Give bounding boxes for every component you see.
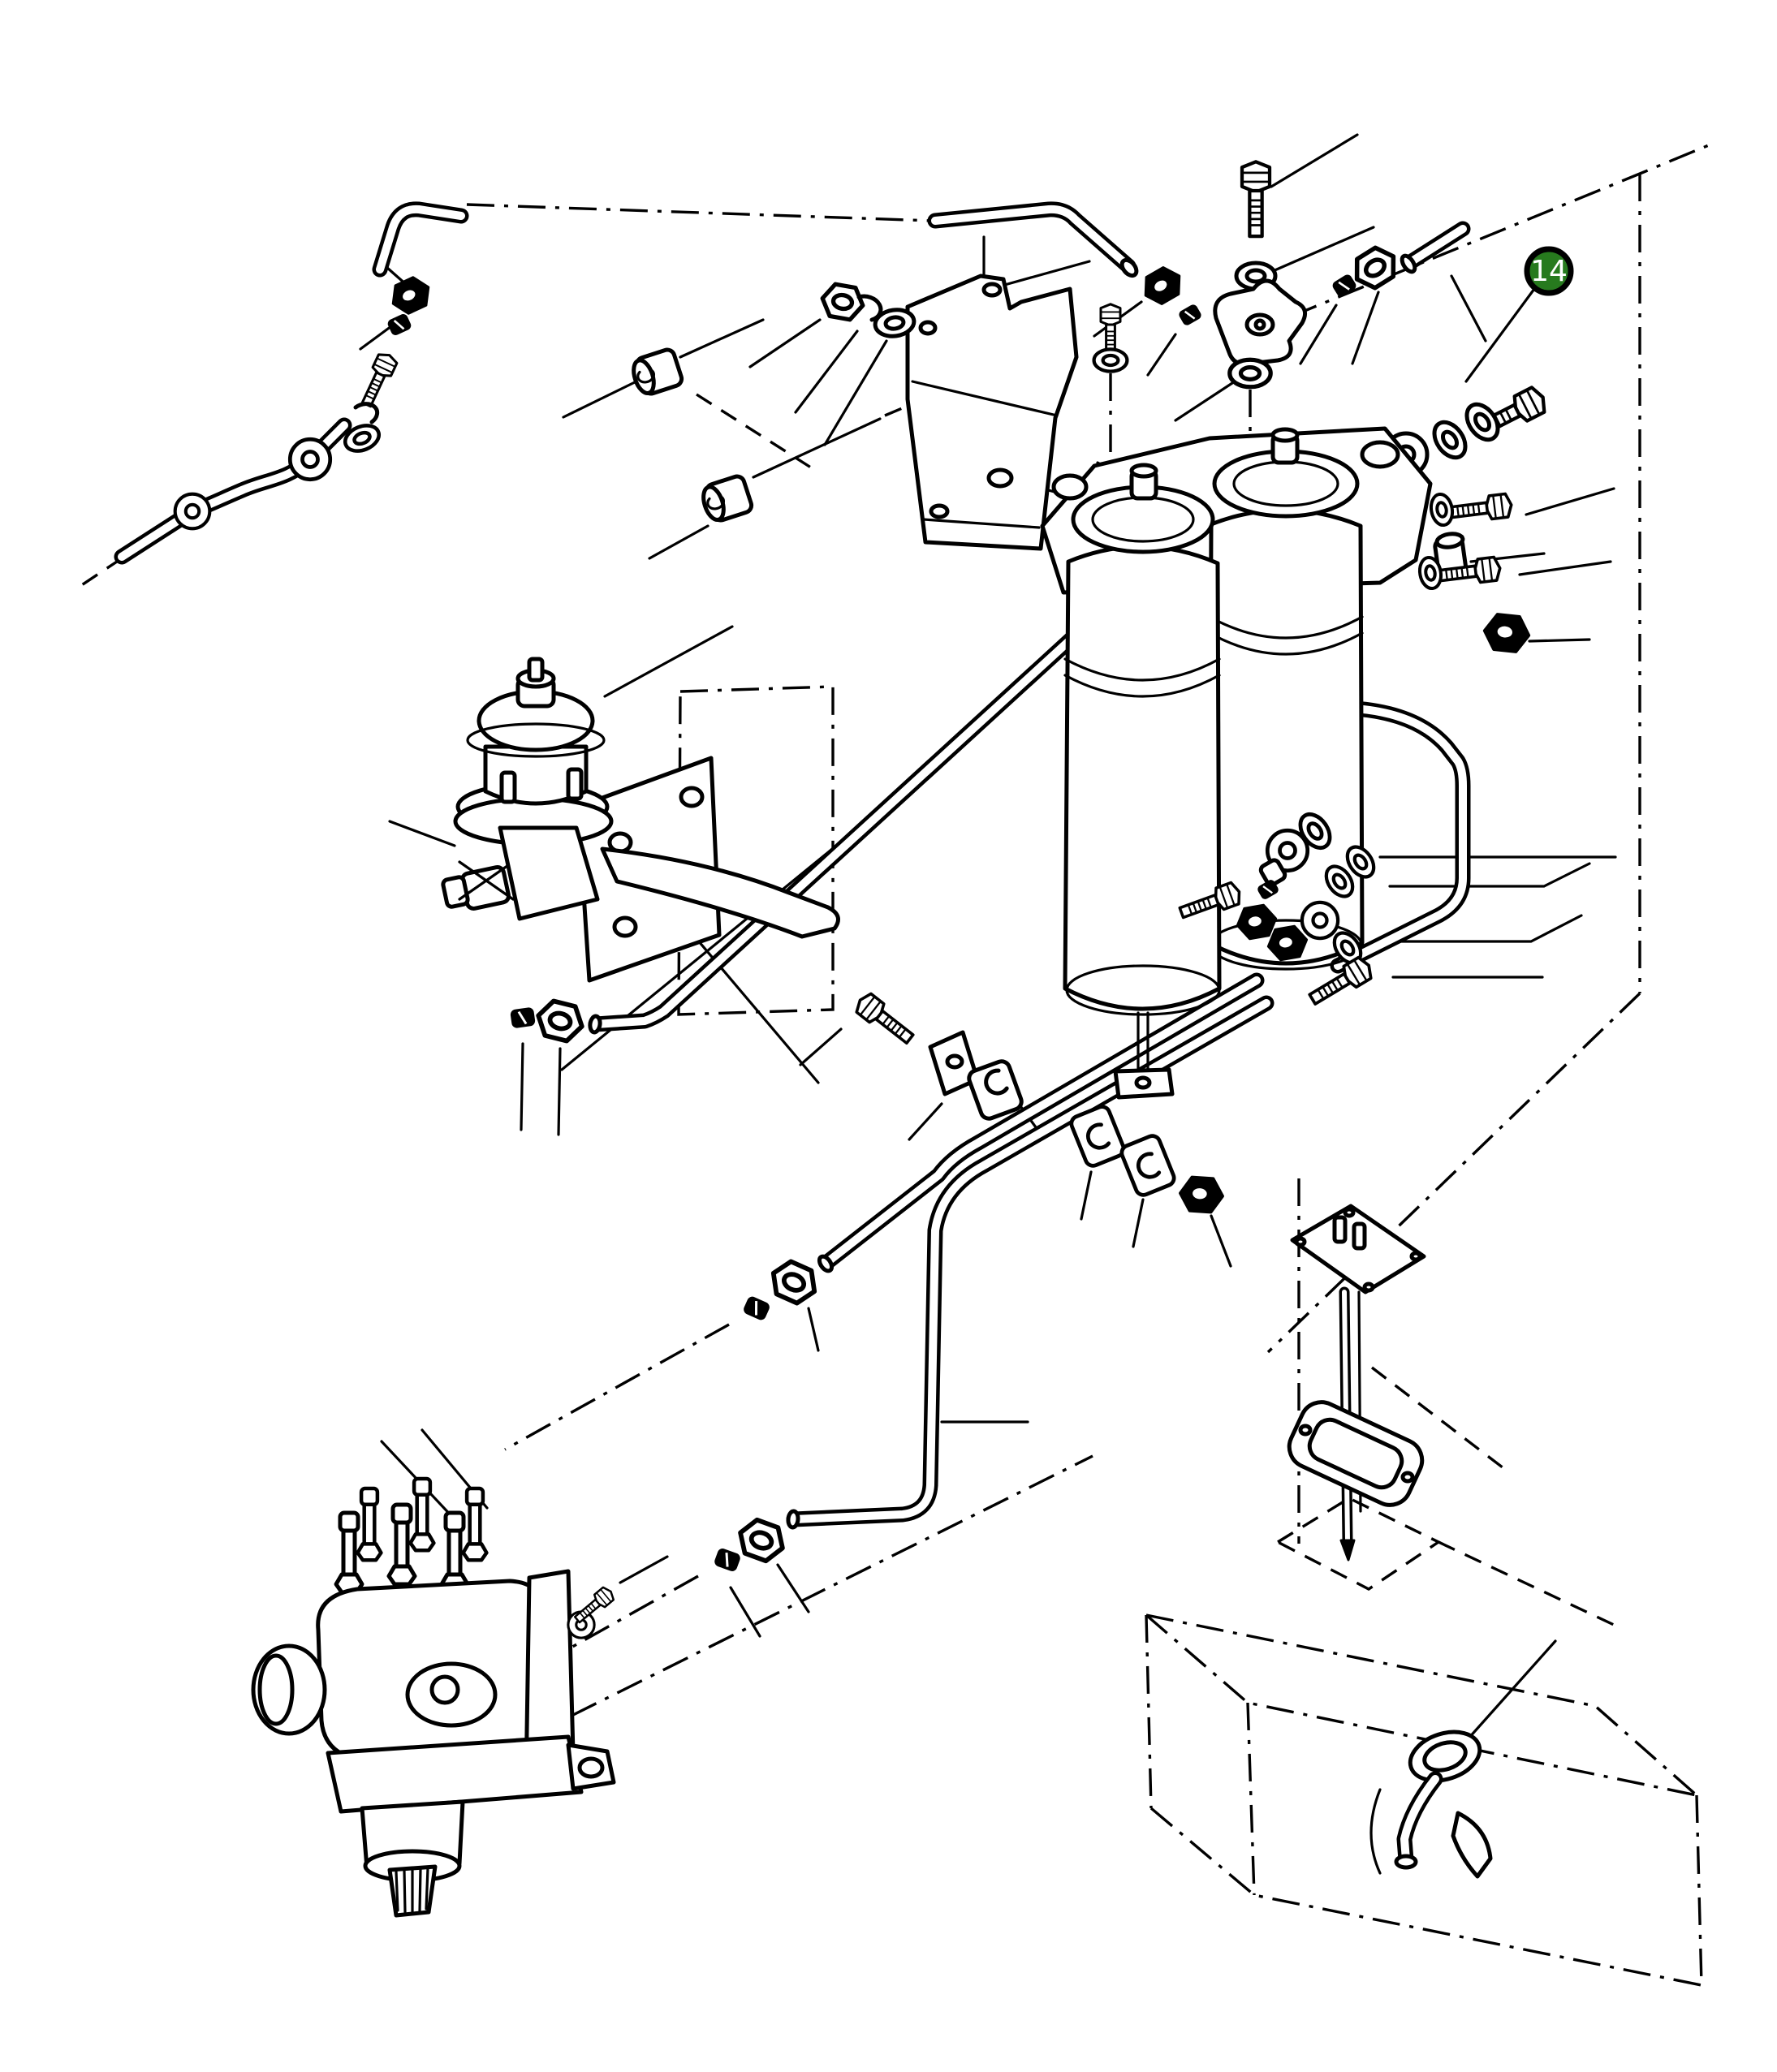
tube-nut	[766, 1257, 822, 1307]
lower-fuel-pipe	[786, 995, 1275, 1530]
compression-ferrule	[713, 1547, 742, 1573]
hose-connector-bolt	[356, 349, 400, 411]
middle-fuel-pipe	[817, 972, 1265, 1273]
compression-ferrule	[510, 1006, 536, 1029]
tank-filler-neck	[1408, 1730, 1482, 1783]
delivery-valve-holder	[464, 1488, 487, 1560]
spacer-bushing	[699, 475, 753, 524]
spring-washer	[353, 402, 380, 424]
overhead-fuel-line	[927, 201, 1139, 278]
pipe-clip	[1069, 1105, 1126, 1168]
banjo-fitting-cluster	[1175, 809, 1379, 1011]
fuel-injection-pump	[251, 1479, 618, 1918]
tube-nut	[735, 1516, 789, 1565]
fuel-lift-pump	[441, 657, 840, 983]
pipe-clamp	[928, 1030, 1024, 1121]
hex-nut	[1177, 1174, 1226, 1215]
banjo-eye	[290, 439, 330, 479]
tank-outlet-elbow	[1394, 1771, 1493, 1879]
filter-inlet-bolt	[1429, 493, 1515, 527]
pipe-clip	[1119, 1134, 1176, 1197]
badge-circle[interactable]	[1524, 246, 1574, 296]
tube-nut	[385, 272, 437, 319]
delivery-valve-holder	[358, 1488, 382, 1560]
banjo-bolt	[1236, 162, 1275, 289]
filter-bowl-left	[1063, 545, 1222, 1011]
callout-badge-14[interactable]: 14	[1524, 246, 1574, 296]
mounting-bracket	[905, 274, 1079, 551]
badge-label: 14	[1530, 255, 1568, 288]
compression-ferrule	[1177, 303, 1203, 327]
pump-lever	[600, 846, 840, 939]
hex-nut	[1481, 611, 1533, 655]
pump-flange	[326, 1734, 584, 1814]
banjo-tee-fitting	[1213, 278, 1308, 367]
compression-ferrule	[742, 1295, 771, 1321]
tube-nut	[1348, 242, 1403, 293]
delivery-valve-holder	[411, 1479, 434, 1550]
sealing-washer	[1230, 360, 1270, 387]
fuel-pickup-standpipe	[1290, 1204, 1426, 1562]
return-hose-elbow	[372, 201, 469, 278]
banjo-eye-pipe	[114, 417, 352, 565]
hose-piece	[1400, 221, 1471, 274]
twin-fuel-filter-assembly	[1040, 426, 1433, 1100]
filter-outlet-pipe	[1325, 700, 1471, 974]
tube-nut	[534, 998, 586, 1044]
standpipe-gasket	[1287, 1400, 1425, 1507]
banjo-eye	[175, 494, 210, 529]
spacer-bushing	[629, 348, 684, 398]
fuel-tank	[1145, 1613, 1703, 1987]
tube-nut	[1137, 261, 1188, 310]
compression-ferrule	[1331, 273, 1358, 299]
compression-ferrule	[386, 312, 412, 337]
pipe-clamp-bolt	[851, 989, 919, 1050]
hex-nut	[820, 282, 866, 321]
